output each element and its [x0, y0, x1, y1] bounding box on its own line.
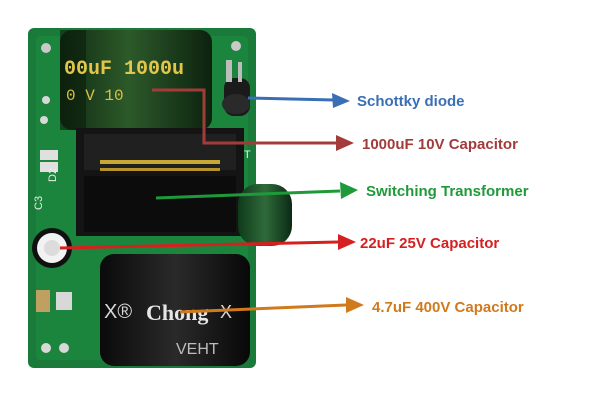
callout-label-schottky: Schottky diode	[357, 93, 465, 110]
callout-label-22uf: 22uF 25V Capacitor	[360, 235, 499, 252]
capacitor-1000uf: 00uF 1000u 0 V 10	[60, 30, 212, 130]
cap-47-series: VEHT	[176, 341, 219, 358]
cap-47-mark-right: X	[220, 302, 232, 322]
side-capacitor	[238, 184, 292, 246]
callout-label-4-7uf: 4.7uF 400V Capacitor	[372, 299, 524, 316]
callout-arrow-1000uf	[152, 88, 354, 151]
callout-arrow-transformer	[155, 182, 358, 200]
silk-t: T	[244, 149, 251, 161]
cap-1000-print-top: 00uF 1000u	[64, 58, 184, 81]
schottky-diode	[222, 60, 250, 116]
capacitor-22uf	[32, 228, 72, 268]
cap-1000-print-bottom: 0 V 10	[66, 87, 124, 105]
cap-47-mark-left: X®	[104, 301, 132, 323]
callout-label-1000uf: 1000uF 10V Capacitor	[362, 136, 518, 153]
callout-arrow-4-7uf	[179, 297, 364, 314]
capacitor-4-7uf: X® Chong X VEHT	[100, 254, 250, 366]
silk-c3: C3	[33, 196, 45, 210]
switching-transformer	[76, 128, 244, 236]
callout-label-transformer: Switching Transformer	[366, 183, 529, 200]
callout-arrow-schottky	[247, 93, 350, 108]
callout-arrow-22uf	[59, 234, 356, 250]
silk-d2: D2	[47, 168, 59, 182]
